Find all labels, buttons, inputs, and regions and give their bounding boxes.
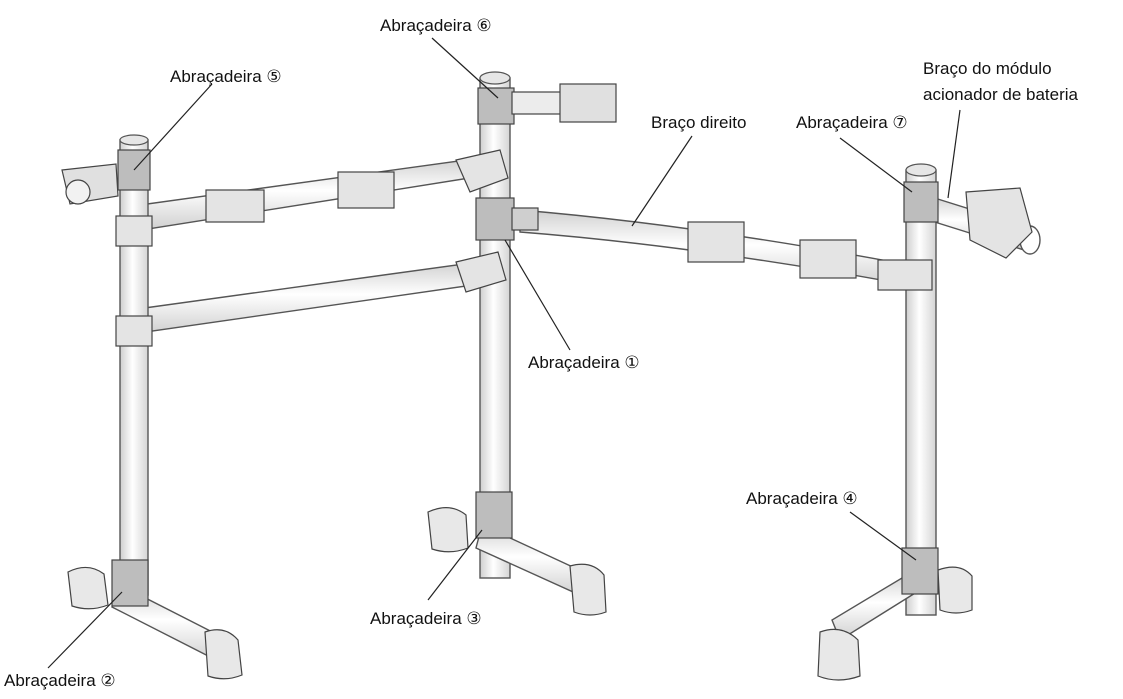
label-clamp-4: Abraçadeira ④: [746, 489, 858, 508]
right-foot: [817, 566, 973, 681]
label-clamp-2: Abraçadeira ②: [4, 671, 116, 690]
label-clamp-6: Abraçadeira ⑥: [380, 16, 492, 35]
center-foot: [427, 507, 607, 616]
label-clamp-5: Abraçadeira ⑤: [170, 67, 282, 86]
label-module-arm-line2: acionador de bateria: [923, 85, 1079, 104]
clamp-6-shape: [477, 83, 617, 125]
label-module-arm-line1: Braço do módulo: [923, 59, 1052, 78]
clamp-left-lower-arm: [115, 315, 153, 347]
clamp-4-shape: [901, 547, 939, 595]
clamp-1-shape: [475, 197, 539, 241]
lower-left-arm: [129, 261, 481, 335]
clamp-7-shape: [903, 181, 1033, 259]
accessory-clamp-c: [687, 221, 745, 263]
accessory-clamp-a: [205, 189, 265, 223]
left-foot: [67, 566, 243, 680]
clamp-right-arm-end: [877, 259, 933, 291]
accessory-clamp-b: [337, 171, 395, 209]
accessory-clamp-d: [799, 239, 857, 279]
label-clamp-3: Abraçadeira ③: [370, 609, 482, 628]
clamp-5-shape: [61, 149, 151, 205]
clamp-left-upper-arm: [115, 215, 153, 247]
clamp-2-shape: [111, 559, 149, 607]
leader-lines: [47, 37, 961, 669]
right-post: [905, 163, 937, 616]
clamp-lower-center: [455, 251, 507, 293]
upper-left-arm: [139, 157, 483, 231]
label-right-arm: Braço direito: [651, 113, 746, 132]
label-clamp-1: Abraçadeira ①: [528, 353, 640, 372]
left-post: [119, 134, 149, 596]
clamp-upper-center: [455, 149, 509, 193]
label-clamp-7: Abraçadeira ⑦: [796, 113, 908, 132]
